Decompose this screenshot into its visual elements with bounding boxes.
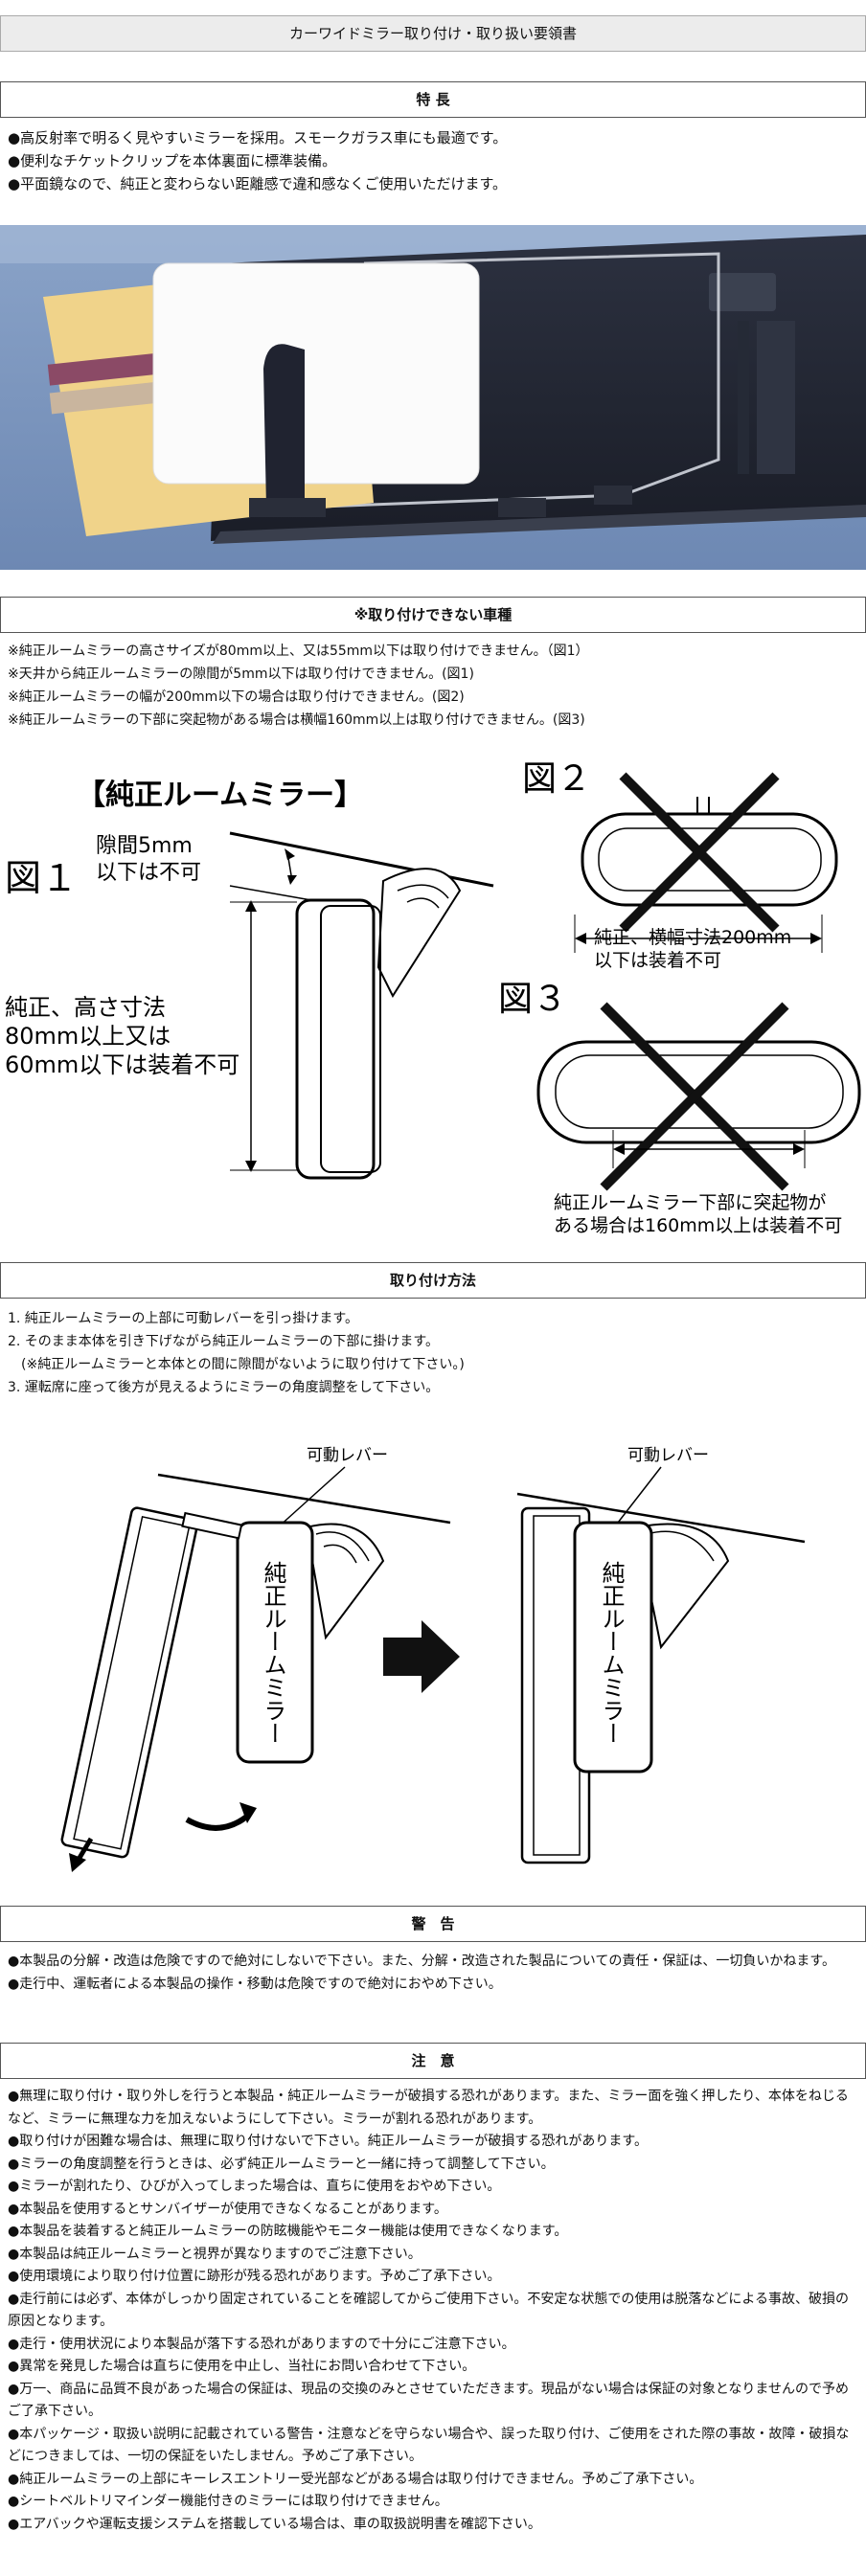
incompatible-figures: 【純正ルームミラー】 図１ 隙間5mm 以下は不可 純正、高さ寸法 80mm以上… xyxy=(0,747,866,1249)
caution-item: ●ミラーが割れたり、ひびが入ってしまった場合は、直ちに使用をおやめ下さい。 xyxy=(8,2179,501,2194)
caution-item: ●走行・使用状況により本製品が落下する恐れがありますので十分にご注意下さい。 xyxy=(8,2336,515,2352)
caution-item: ●取り付けが困難な場合は、無理に取り付けないで下さい。純正ルームミラーが破損する… xyxy=(8,2134,648,2149)
protrusion-label-line1: 純正ルームミラー下部に突起物が xyxy=(554,1192,826,1213)
install-step: (※純正ルームミラーと本体との間に隙間がないように取り付けて下さい。) xyxy=(8,1357,465,1372)
product-photo-illustration xyxy=(0,225,866,570)
step-arrow xyxy=(383,1620,460,1693)
incompatible-item: ※純正ルームミラーの高さサイズが80mm以上、又は55mm以下は取り付けできませ… xyxy=(8,644,589,659)
incompatible-heading: ※取り付けできない車種 xyxy=(0,597,866,633)
caution-item: ●本製品は純正ルームミラーと視界が異なりますのでご注意下さい。 xyxy=(8,2246,422,2262)
mirror-vertical-right: 純正ルームミラー xyxy=(598,1561,625,1745)
caution-item: ●本製品を装着すると純正ルームミラーの防眩機能やモニター機能は使用できなくなりま… xyxy=(8,2224,568,2239)
install-heading: 取り付け方法 xyxy=(0,1262,866,1299)
height-label-line1: 純正、高さ寸法 xyxy=(5,994,166,1021)
install-diagram: 可動レバー 純正ルームミラー 可動レバー 純正ルームミラー xyxy=(0,1417,866,1881)
caution-item: ●本パッケージ・取扱い説明に記載されている警告・注意などを守らない場合や、誤った… xyxy=(8,2426,850,2465)
mirror-side-view xyxy=(295,898,376,1180)
fig1-label: 図１ xyxy=(5,857,78,899)
fig3-label: 図３ xyxy=(498,980,567,1019)
features-list: ●高反射率で明るく見やすいミラーを採用。スモークガラス車にも最適です。 ●便利な… xyxy=(8,126,858,195)
product-photo xyxy=(0,225,866,570)
feature-item: ●平面鏡なので、純正と変わらない距離感で違和感なくご使用いただけます。 xyxy=(8,175,507,192)
height-label-line3: 60mm以下は装着不可 xyxy=(5,1051,239,1078)
incompatible-list: ※純正ルームミラーの高さサイズが80mm以上、又は55mm以下は取り付けできませ… xyxy=(8,640,858,732)
caution-item: ●シートベルトリマインダー機能付きのミラーには取り付けできません。 xyxy=(8,2494,448,2509)
caution-item: ●走行前には必ず、本体がしっかり固定されていることを確認してからご使用下さい。不… xyxy=(8,2291,849,2330)
mirror-title: 【純正ルームミラー】 xyxy=(77,779,363,812)
caution-item: ●使用環境により取り付け位置に跡形が残る恐れがあります。予めご了承下さい。 xyxy=(8,2269,501,2284)
caution-list: ●無理に取り付け・取り外しを行うと本製品・純正ルームミラーが破損する恐れがありま… xyxy=(8,2086,858,2536)
height-label-line2: 80mm以上又は xyxy=(5,1023,171,1050)
lever-label-left: 可動レバー xyxy=(307,1446,388,1465)
caution-item: ●万一、商品に品質不良があった場合の保証は、現品の交換のみとさせていただきます。… xyxy=(8,2381,849,2420)
gap-label-line2: 以下は不可 xyxy=(96,861,201,885)
page-title: カーワイドミラー取り付け・取り扱い要領書 xyxy=(0,15,866,52)
install-step: 2. そのまま本体を引き下げながら純正ルームミラーの下部に掛けます。 xyxy=(8,1334,439,1349)
incompatible-item: ※純正ルームミラーの幅が200mm以下の場合は取り付けできません。(図2) xyxy=(8,689,465,705)
wide-mirror-tilted xyxy=(60,1506,243,1859)
feature-item: ●便利なチケットクリップを本体裏面に標準装備。 xyxy=(8,152,337,169)
stock-mirror-left xyxy=(236,1521,314,1764)
caution-item: ●純正ルームミラーの上部にキーレスエントリー受光部などがある場合は取り付けできま… xyxy=(8,2471,703,2487)
width-label-line2: 以下は装着不可 xyxy=(594,950,721,971)
ceiling-line xyxy=(229,831,494,888)
install-step: 3. 運転席に座って後方が見えるようにミラーの角度調整をして下さい。 xyxy=(8,1380,440,1395)
protrusion-label-line2: ある場合は160mm以上は装着不可 xyxy=(554,1215,842,1236)
caution-item: ●無理に取り付け・取り外しを行うと本製品・純正ルームミラーが破損する恐れがありま… xyxy=(8,2089,849,2127)
stock-mirror-right xyxy=(573,1521,653,1774)
incompatible-item: ※天井から純正ルームミラーの隙間が5mm以下は取り付けできません。(図1) xyxy=(8,667,474,682)
install-steps: 1. 純正ルームミラーの上部に可動レバーを引っ掛けます。 2. そのまま本体を引… xyxy=(8,1307,858,1399)
warning-item: ●走行中、運転者による本製品の操作・移動は危険ですので絶対におやめ下さい。 xyxy=(8,1977,502,1992)
mirror-vertical-left: 純正ルームミラー xyxy=(260,1561,286,1745)
caution-heading: 注 意 xyxy=(0,2043,866,2079)
warning-item: ●本製品の分解・改造は危険ですので絶対にしないで下さい。また、分解・改造された製… xyxy=(8,1954,835,1969)
install-step: 1. 純正ルームミラーの上部に可動レバーを引っ掛けます。 xyxy=(8,1311,358,1326)
lever-label-right: 可動レバー xyxy=(627,1446,709,1465)
warning-heading: 警 告 xyxy=(0,1906,866,1942)
incompatible-item: ※純正ルームミラーの下部に突起物がある場合は横幅160mm以上は取り付けできませ… xyxy=(8,712,585,728)
width-label-line1: 純正、横幅寸法200mm xyxy=(594,927,791,948)
caution-item: ●本製品を使用するとサンバイザーが使用できなくなることがあります。 xyxy=(8,2201,447,2217)
features-heading: 特 長 xyxy=(0,81,866,118)
feature-item: ●高反射率で明るく見やすいミラーを採用。スモークガラス車にも最適です。 xyxy=(8,129,508,147)
fig2-label: 図２ xyxy=(522,759,591,799)
caution-item: ●異常を発見した場合は直ちに使用を中止し、当社にお問い合わせて下さい。 xyxy=(8,2359,476,2374)
caution-item: ●ミラーの角度調整を行うときは、必ず純正ルームミラーと一緒に持って調整して下さい… xyxy=(8,2156,555,2172)
caution-item: ●エアバックや運転支援システムを搭載している場合は、車の取扱説明書を確認下さい。 xyxy=(8,2516,541,2532)
warning-list: ●本製品の分解・改造は危険ですので絶対にしないで下さい。また、分解・改造された製… xyxy=(8,1950,858,1996)
gap-label-line1: 隙間5mm xyxy=(96,834,193,858)
